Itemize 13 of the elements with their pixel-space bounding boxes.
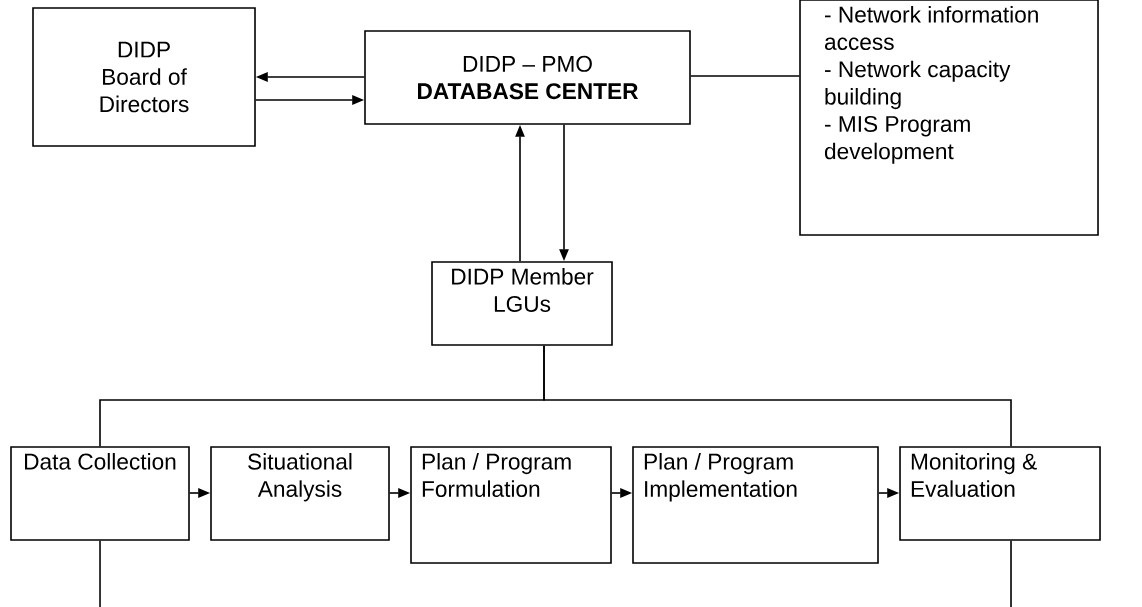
process-box: Monitoring & Evaluation [899, 446, 1101, 541]
process-box: DIDP – PMO DATABASE CENTER [364, 30, 691, 125]
connector-line [99, 540, 101, 607]
process-box: Plan / Program Implementation [632, 446, 879, 564]
process-box: Plan / Program Formulation [410, 446, 612, 564]
process-box: DIDP Board of Directors [32, 7, 256, 147]
process-box: DIDP Member LGUs [431, 261, 613, 346]
connector-line [1010, 540, 1012, 607]
process-box: - Network information access - Network capacity building - MIS Program development [799, 0, 1099, 236]
connector-line [543, 345, 1012, 447]
connector-line [690, 75, 800, 77]
process-box: Situational Analysis [210, 446, 390, 541]
process-box: Data Collection [10, 446, 190, 541]
